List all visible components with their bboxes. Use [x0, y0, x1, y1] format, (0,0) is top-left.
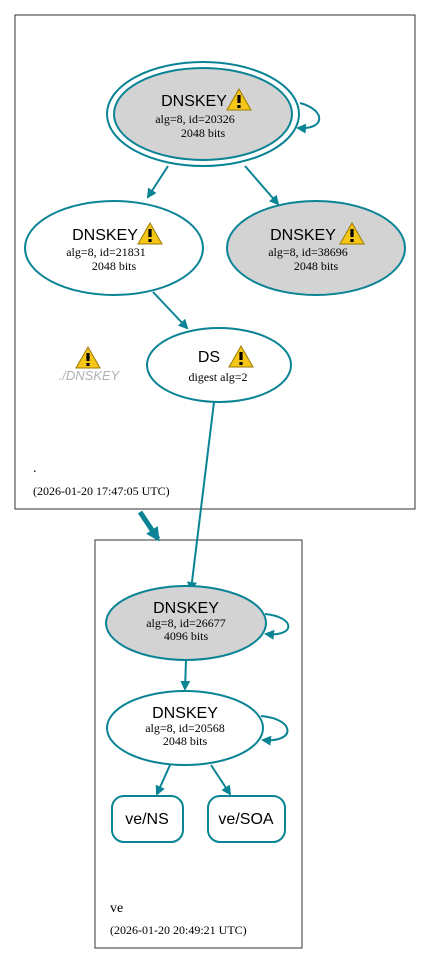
node-ve-zsk: DNSKEY alg=8, id=20568 2048 bits [106, 690, 264, 766]
node-root-zsk1-title: DNSKEY [72, 227, 138, 244]
node-ve-zsk-line1: alg=8, id=20568 [145, 721, 225, 735]
node-ghost-label: ./DNSKEY [59, 368, 121, 383]
node-ve-ksk-line2: 4096 bits [164, 629, 209, 643]
edge-zsk1-to-ds [152, 291, 189, 330]
zone-root-label: . [33, 461, 37, 476]
edge-ds-to-ve-ksk [187, 401, 215, 592]
edge-ve-ksk-to-zsk [180, 659, 191, 691]
node-root-zsk2-line2: 2048 bits [294, 259, 339, 273]
node-ve-soa-label: ve/SOA [218, 811, 273, 828]
edge-ksk-to-zsk1 [146, 165, 169, 199]
node-root-zsk2-title: DNSKEY [270, 227, 336, 244]
zone-ve-box [94, 539, 303, 949]
node-ve-ksk-line1: alg=8, id=26677 [146, 616, 226, 630]
node-ve-soa: ve/SOA [207, 795, 286, 843]
node-root-zsk1-line1: alg=8, id=21831 [66, 245, 146, 259]
zone-root-box [14, 14, 416, 510]
zone-ve-label: ve [110, 901, 123, 916]
warning-icon [75, 346, 101, 369]
node-root-ksk-title: DNSKEY [161, 93, 227, 110]
node-ve-zsk-title: DNSKEY [152, 705, 218, 722]
edge-ve-zsk-self [260, 715, 289, 746]
edge-ksk-self [296, 102, 321, 134]
edge-ve-zsk-to-ns [155, 764, 171, 796]
node-ve-zsk-line2: 2048 bits [163, 734, 208, 748]
node-ve-ns: ve/NS [111, 795, 184, 843]
node-root-zsk1: DNSKEY alg=8, id=21831 2048 bits [24, 200, 204, 296]
edge-zone-delegation [137, 510, 161, 542]
node-ds: DS digest alg=2 [146, 327, 292, 403]
node-ve-ns-label: ve/NS [125, 811, 169, 828]
node-root-ksk-line1: alg=8, id=20326 [155, 112, 235, 126]
node-ghost-dnskey: ./DNSKEY [59, 346, 121, 383]
node-root-zsk2-line1: alg=8, id=38696 [268, 245, 348, 259]
edge-ve-zsk-to-soa [210, 764, 232, 796]
node-ve-ksk: DNSKEY alg=8, id=26677 4096 bits [105, 585, 267, 661]
node-root-zsk2: DNSKEY alg=8, id=38696 2048 bits [226, 200, 406, 296]
node-ds-line1: digest alg=2 [188, 370, 247, 384]
zone-root-timestamp: (2026-01-20 17:47:05 UTC) [33, 484, 170, 498]
zone-ve-timestamp: (2026-01-20 20:49:21 UTC) [110, 923, 247, 937]
node-ve-ksk-title: DNSKEY [153, 600, 219, 617]
edge-ve-ksk-self [264, 613, 290, 640]
node-root-ksk-line2: 2048 bits [181, 126, 226, 140]
node-root-zsk1-line2: 2048 bits [92, 259, 137, 273]
node-ds-title: DS [198, 349, 220, 366]
edge-ksk-to-zsk2 [244, 165, 280, 206]
node-root-ksk: DNSKEY alg=8, id=20326 2048 bits [106, 61, 300, 167]
